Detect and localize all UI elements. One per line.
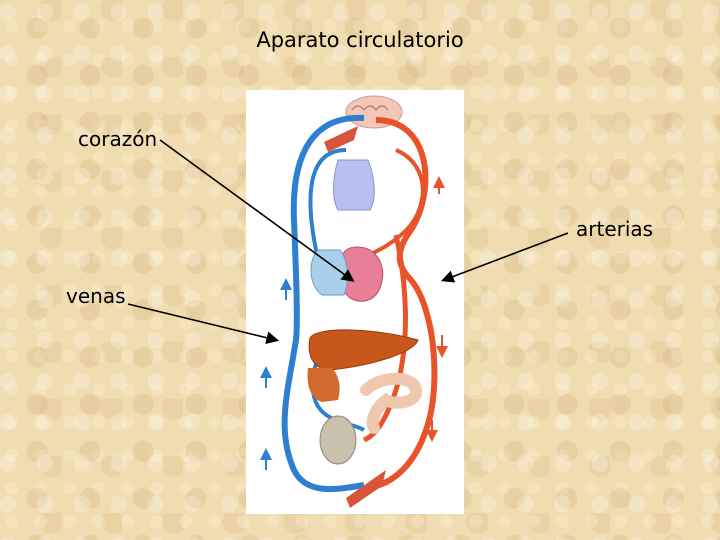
pointer-arterias [441,232,569,283]
pointer-corazon [159,139,355,282]
artery-upper [362,148,425,260]
circulatory-system-figure [246,90,464,514]
artery-main-right [365,117,438,491]
muscle-top [324,126,358,152]
kidney [319,415,357,465]
pointer-venas [127,303,280,344]
muscle-bottom [346,470,386,508]
slide-title: Aparato circulatorio [256,28,464,52]
label-corazon: corazón [78,127,158,151]
circulatory-illustration [260,95,448,508]
label-venas: venas [66,284,126,308]
lungs [333,159,375,211]
liver [308,329,419,371]
intestine [360,372,422,434]
label-arterias: arterias [576,217,654,241]
stomach-gut [307,368,340,402]
brain-folds [351,105,389,111]
vein-main-left [281,114,365,493]
heart-right-side [310,249,348,296]
